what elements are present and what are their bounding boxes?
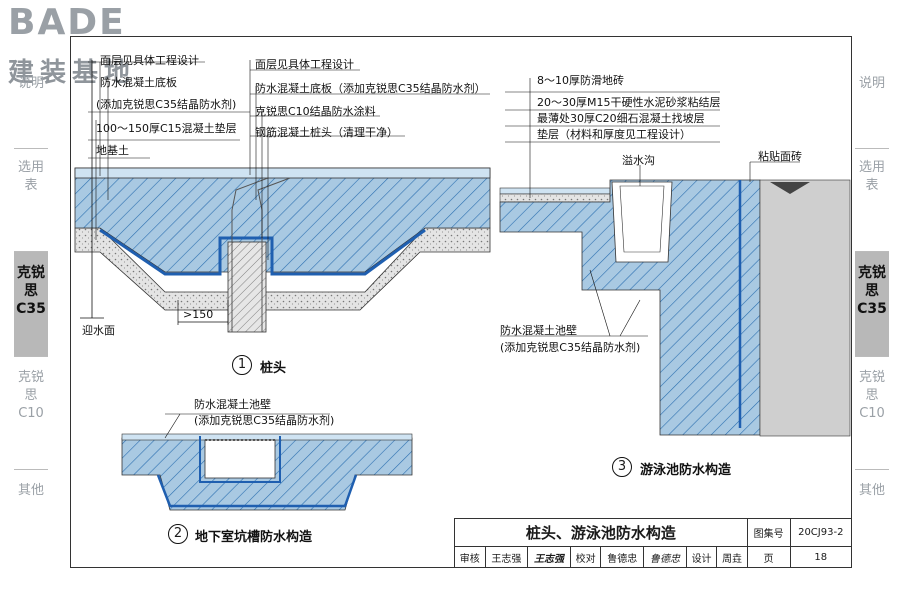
d1-label-surface-right: 面层见具体工程设计 <box>255 58 354 71</box>
side-tab-c35[interactable]: 克锐思C35 <box>855 252 889 356</box>
reviewer-signature: 王志强 <box>527 546 571 568</box>
drawing-title: 桩头、游泳池防水构造 <box>454 518 748 547</box>
review-label: 审核 <box>454 546 486 568</box>
detail-2-number: 2 <box>168 524 188 544</box>
d1-label-surface: 面层见具体工程设计 <box>100 54 199 67</box>
page-label: 页 <box>746 546 791 568</box>
page-number: 18 <box>789 546 853 568</box>
logo-chinese: 建装基地 <box>8 58 137 88</box>
d3-label-base: 垫层（材料和厚度见工程设计） <box>537 128 691 141</box>
checker-signature: 鲁德忠 <box>643 546 687 568</box>
checker-name: 鲁德忠 <box>600 546 645 568</box>
d3-label-wall-tile: 粘贴面砖 <box>758 150 802 163</box>
dimension-label: >150 <box>183 308 214 321</box>
side-tab-intro[interactable]: 说明 <box>858 76 885 91</box>
side-tab-intro[interactable]: 说明 <box>17 76 44 91</box>
detail-3-caption: 游泳池防水构造 <box>640 463 732 478</box>
side-tab-c35[interactable]: 克锐思C35 <box>14 252 48 356</box>
d3-label-overflow: 溢水沟 <box>622 154 655 167</box>
right-side-nav: 说明 选用表 克锐思C35 克锐思C10 其他 <box>855 70 889 542</box>
d1-label-slab-additive: (添加克锐思C35结晶防水剂) <box>96 98 237 111</box>
detail-1-drawing <box>74 60 491 333</box>
detail-2-caption: 地下室坑槽防水构造 <box>195 530 313 545</box>
side-tab-c10[interactable]: 克锐思C10 <box>17 370 44 421</box>
detail-3-number: 3 <box>612 457 632 477</box>
check-label: 校对 <box>569 546 602 568</box>
d3-label-mortar: 20～30厚M15干硬性水泥砂浆粘结层 <box>537 96 721 109</box>
side-tab-c10[interactable]: 克锐思C10 <box>858 370 885 421</box>
atlas-number: 20CJ93-2 <box>789 518 853 547</box>
reviewer-name: 王志强 <box>484 546 529 568</box>
d3-label-pool-wall: 防水混凝土池壁 <box>500 324 577 337</box>
designer-name: 周垚 <box>716 546 748 568</box>
title-block: 桩头、游泳池防水构造 图集号 20CJ93-2 审核 王志强 王志强 校对 鲁德… <box>454 518 853 568</box>
d1-label-cushion: 100～150厚C15混凝土垫层 <box>96 122 237 135</box>
tab-divider <box>855 148 889 149</box>
drawing-frame <box>70 36 852 568</box>
d1-label-pile: 钢筋混凝土桩头（清理干净） <box>255 126 398 139</box>
d1-label-slab-right: 防水混凝土底板（添加克锐思C35结晶防水剂） <box>255 82 486 95</box>
design-label: 设计 <box>685 546 718 568</box>
detail-1-number: 1 <box>232 355 252 375</box>
detail-2-drawing <box>121 413 413 511</box>
d2-label-wall: 防水混凝土池壁 <box>194 398 271 411</box>
d2-label-additive: (添加克锐思C35结晶防水剂) <box>194 414 335 427</box>
side-tab-selection[interactable]: 选用表 <box>17 160 44 193</box>
tab-divider <box>855 356 889 357</box>
tab-divider <box>14 356 48 357</box>
water-face-label: 迎水面 <box>82 324 115 337</box>
side-tab-other[interactable]: 其他 <box>17 483 44 498</box>
tab-divider <box>14 469 48 470</box>
atlas-label: 图集号 <box>746 518 791 547</box>
detail-3-drawing <box>499 78 851 437</box>
d3-label-pool-additive: (添加克锐思C35结晶防水剂) <box>500 341 641 354</box>
detail-1-caption: 桩头 <box>260 361 287 376</box>
left-side-nav: 说明 选用表 克锐思C35 克锐思C10 其他 <box>14 70 48 542</box>
tab-divider <box>14 148 48 149</box>
tab-divider <box>855 469 889 470</box>
side-tab-other[interactable]: 其他 <box>858 483 885 498</box>
d3-label-screed: 最薄处30厚C20细石混凝土找坡层 <box>537 112 705 125</box>
d1-label-coating: 克锐思C10结晶防水涂料 <box>255 105 376 118</box>
tab-divider <box>14 251 48 252</box>
d1-label-slab: 防水混凝土底板 <box>100 76 177 89</box>
tab-divider <box>855 251 889 252</box>
d1-label-soil: 地基土 <box>96 144 129 157</box>
side-tab-selection[interactable]: 选用表 <box>858 160 885 193</box>
d3-label-tile: 8～10厚防滑地砖 <box>537 74 624 87</box>
